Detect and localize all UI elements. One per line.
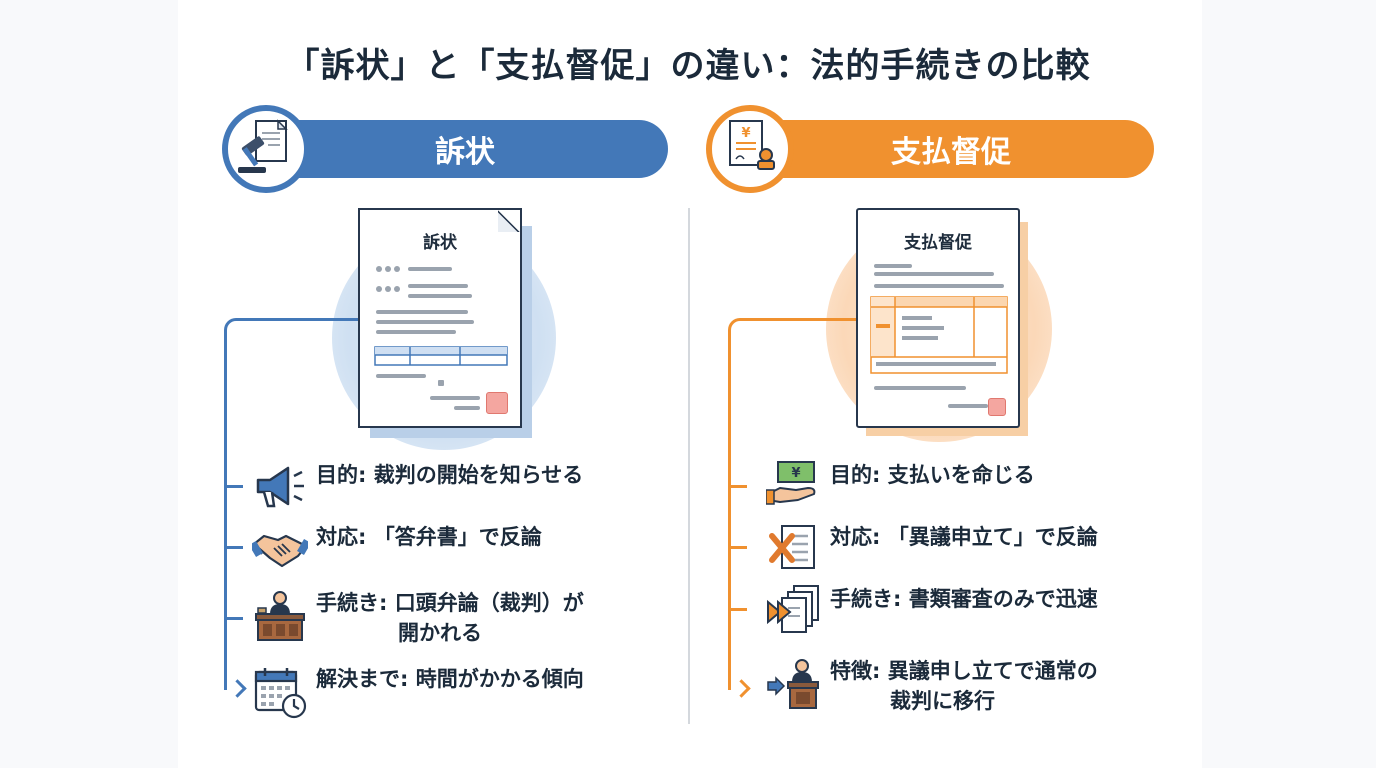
doc-title: 支払督促 xyxy=(904,233,972,253)
list-item-resolution: 解決まで: 時間がかかる傾向 xyxy=(252,664,584,719)
courtroom-judge-icon xyxy=(252,588,308,641)
list-item-purpose: ¥ 目的: 支払いを命じる xyxy=(765,460,1035,512)
sojo-document-illustration: 訴状 xyxy=(358,208,522,428)
megaphone-icon xyxy=(252,460,308,512)
connector-line xyxy=(728,318,856,690)
rejected-document-icon xyxy=(766,522,822,574)
page-fold xyxy=(498,210,520,232)
gavel-document-icon xyxy=(222,105,310,193)
yen-document-stamp-icon: ¥ xyxy=(706,105,794,193)
list-item-feature: 特徴: 異議申し立てで通常の 裁判に移行 xyxy=(766,656,1098,716)
doc-table xyxy=(374,346,508,366)
doc-table xyxy=(870,296,1008,374)
seal-stamp xyxy=(486,392,508,414)
list-item-response: 対応: 「答弁書」で反論 xyxy=(249,522,542,574)
list-item-response: 対応: 「異議申立て」で反論 xyxy=(766,522,1098,574)
seal-stamp xyxy=(988,398,1006,416)
fast-forward-documents-icon xyxy=(766,584,822,636)
list-item-procedure: 手続き: 口頭弁論（裁判）が 開かれる xyxy=(252,588,584,648)
arrow-to-court-icon xyxy=(766,656,822,709)
header-pill-sojo: 訴状 xyxy=(262,120,668,178)
list-item-procedure: 手続き: 書類審査のみで迅速 xyxy=(766,584,1098,636)
header-label: 支払督促 xyxy=(891,135,1011,170)
handshake-icon xyxy=(249,522,311,574)
svg-text:¥: ¥ xyxy=(791,466,800,481)
svg-text:¥: ¥ xyxy=(741,126,750,141)
calendar-clock-icon xyxy=(252,664,308,719)
page-title: 「訴状」と「支払督促」の違い：法的手続きの比較 xyxy=(285,46,1091,86)
header-pill-shiharai-tokusoku: 支払督促 xyxy=(748,120,1154,178)
list-item-purpose: 目的: 裁判の開始を知らせる xyxy=(252,460,583,512)
doc-title: 訴状 xyxy=(423,233,457,253)
shiharai-document-illustration: 支払督促 xyxy=(856,208,1020,428)
column-divider xyxy=(688,208,690,724)
connector-line xyxy=(224,318,358,690)
header-label: 訴状 xyxy=(435,135,495,170)
money-hand-icon: ¥ xyxy=(765,460,822,512)
